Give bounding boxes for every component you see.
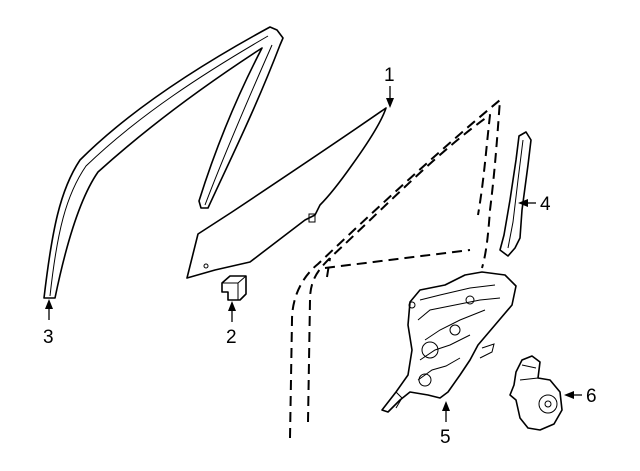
motor-part [509,355,563,431]
callout-6: 6 [586,386,597,407]
callout-numbers: 1 2 3 4 5 6 [43,65,597,448]
door-glass-part [186,107,387,279]
callout-4: 4 [540,194,551,215]
leader-2-arrowhead [228,301,236,311]
callout-leaders [45,86,582,422]
callout-1: 1 [384,65,395,86]
callout-2: 2 [226,327,237,348]
door-frame-outline [289,99,501,439]
regulator-part [381,271,517,413]
leader-1-arrowhead [386,98,394,108]
leader-5-arrowhead [442,401,450,411]
callout-3: 3 [43,327,54,348]
rear-channel-part [499,131,532,257]
guide-clip-part [221,275,247,301]
callout-5: 5 [440,427,451,448]
leader-3-arrowhead [45,299,53,309]
run-channel-part [43,26,284,299]
leader-6-arrowhead [564,391,574,399]
leader-4-arrowhead [518,199,528,207]
